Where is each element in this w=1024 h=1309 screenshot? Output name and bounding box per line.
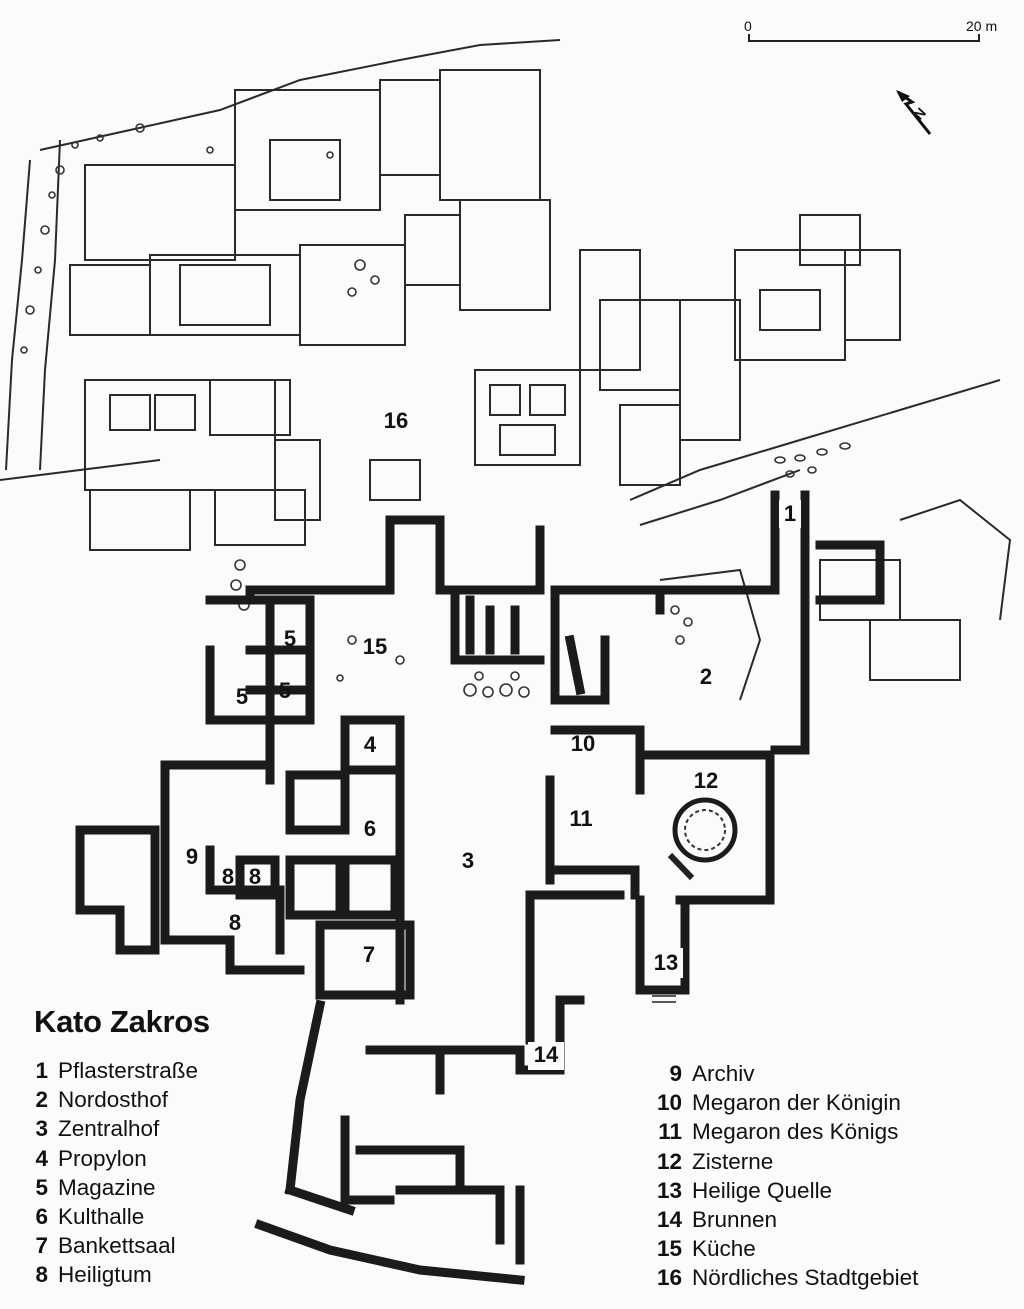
northern-town-walls xyxy=(0,39,1012,701)
map-label-1: 1 xyxy=(784,501,796,526)
map-label-8b: 8 xyxy=(249,864,261,889)
map-label-13: 13 xyxy=(654,950,678,975)
map-label-11: 11 xyxy=(569,806,592,831)
map-label-9: 9 xyxy=(186,844,198,869)
north-arrow-icon: N xyxy=(896,90,932,135)
map-label-5b: 5 xyxy=(236,684,248,709)
map-label-15: 15 xyxy=(363,634,387,659)
scale-line xyxy=(748,40,980,42)
palace-walls xyxy=(75,490,885,1285)
map-label-2: 2 xyxy=(700,664,712,689)
north-label: N xyxy=(910,104,929,122)
scale-start-label: 0 xyxy=(744,18,752,34)
map-label-7: 7 xyxy=(363,942,375,967)
map-label-5c: 5 xyxy=(279,678,291,703)
map-label-12: 12 xyxy=(694,768,718,793)
map-label-3: 3 xyxy=(462,848,474,873)
scale-tick-end xyxy=(978,34,980,42)
map-title: Kato Zakros xyxy=(34,1004,210,1039)
map-label-10: 10 xyxy=(571,731,595,756)
map-label-6: 6 xyxy=(364,816,376,841)
rubble-stones xyxy=(20,123,851,698)
map-label-14: 14 xyxy=(534,1042,559,1067)
cistern-12 xyxy=(667,797,738,881)
map-label-5a: 5 xyxy=(284,626,296,651)
scale-end-label: 20 m xyxy=(966,18,998,34)
map-labels: 1 2 3 4 5 5 5 6 7 8 8 8 9 10 11 12 13 14… xyxy=(186,408,801,1070)
map-label-16: 16 xyxy=(384,408,408,433)
map-label-8c: 8 xyxy=(229,910,241,935)
map-label-4: 4 xyxy=(364,732,377,757)
spring-13-steps xyxy=(652,989,676,1003)
scale-tick-start xyxy=(748,34,750,42)
scale-bar: 0 20 m xyxy=(744,18,1004,52)
map-label-8a: 8 xyxy=(222,864,234,889)
